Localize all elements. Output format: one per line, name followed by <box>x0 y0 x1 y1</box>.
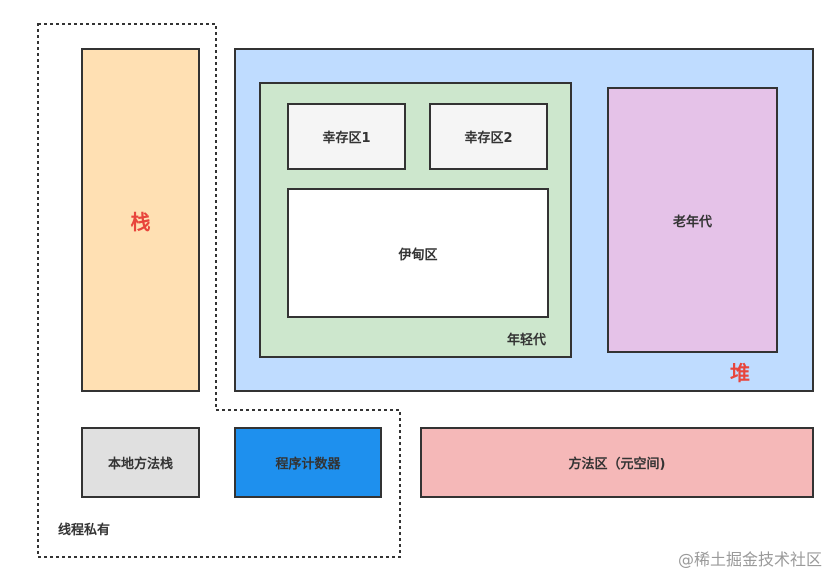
program-counter-box: 程序计数器 <box>234 427 382 498</box>
program-counter-label: 程序计数器 <box>275 457 341 472</box>
watermark: @稀土掘金技术社区 <box>677 550 822 569</box>
old-gen-box: 老年代 <box>607 87 778 353</box>
survivor-1-box: 幸存区1 <box>287 103 406 170</box>
native-method-stack-label: 本地方法栈 <box>107 457 173 472</box>
eden-label: 伊甸区 <box>398 247 438 263</box>
stack-label: 栈 <box>130 209 151 234</box>
young-gen-label: 年轻代 <box>507 333 547 348</box>
method-area-label: 方法区（元空间) <box>568 457 666 472</box>
heap-label: 堆 <box>730 361 750 385</box>
survivor-2-box: 幸存区2 <box>429 103 548 170</box>
stack-box: 栈 <box>81 48 200 392</box>
eden-box: 伊甸区 <box>287 188 549 318</box>
native-method-stack-box: 本地方法栈 <box>81 427 200 498</box>
survivor-1-label: 幸存区1 <box>322 131 371 146</box>
method-area-box: 方法区（元空间) <box>420 427 814 498</box>
old-gen-label: 老年代 <box>672 214 712 230</box>
survivor-2-label: 幸存区2 <box>464 131 513 146</box>
thread-private-label: 线程私有 <box>58 523 111 538</box>
